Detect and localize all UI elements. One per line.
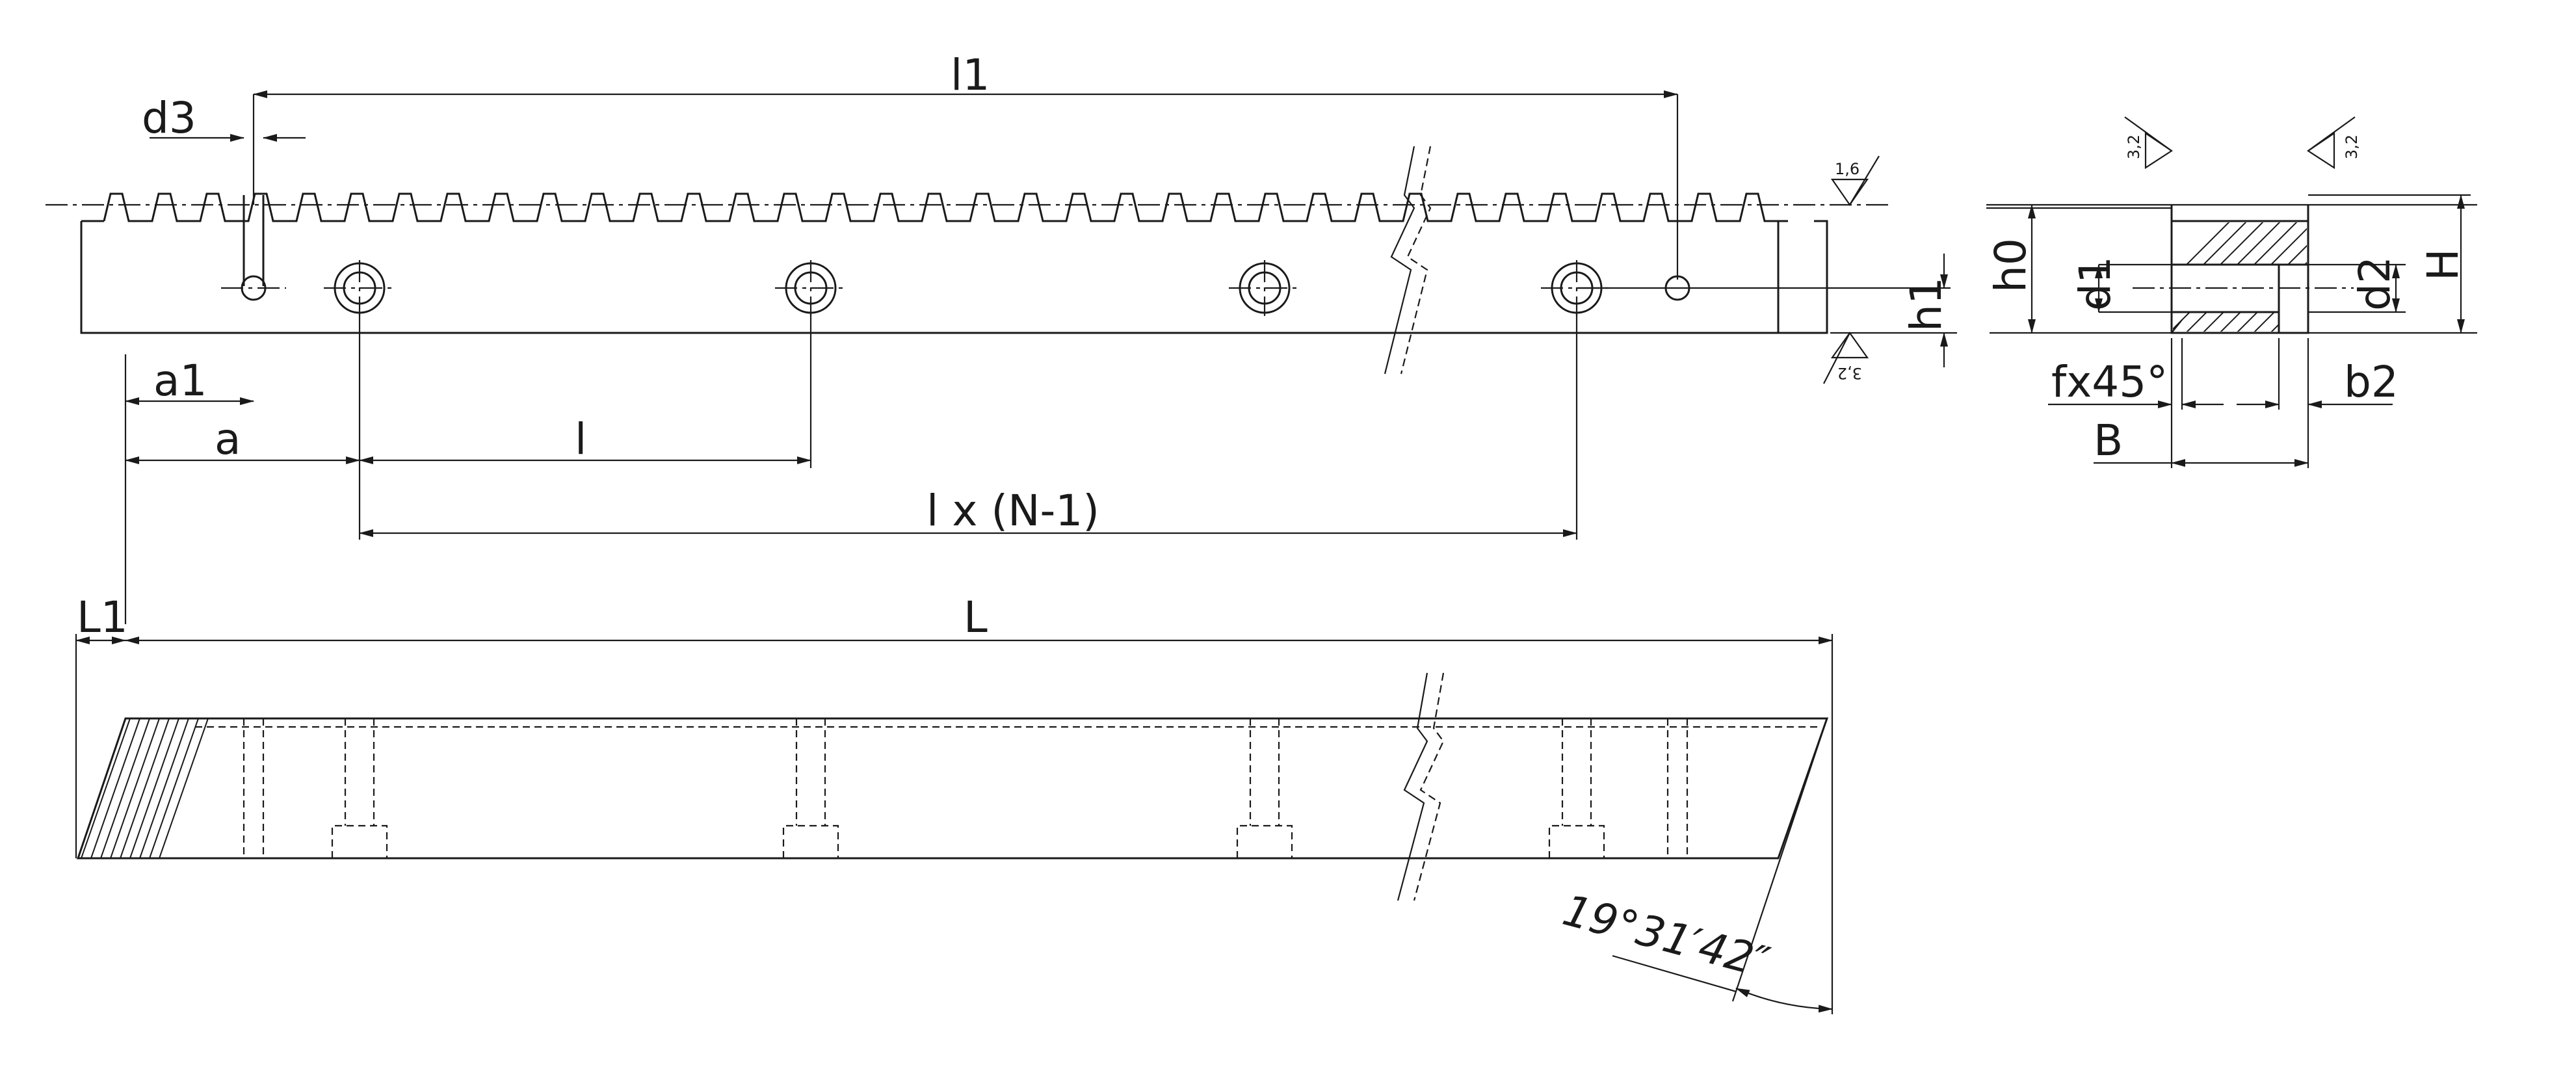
dimension-l: l — [359, 312, 812, 468]
hatch-line — [2202, 222, 2247, 265]
finish-value-bottom: 3,2 — [1837, 364, 1862, 382]
label-h0: h0 — [1986, 238, 2036, 293]
label-h1: h1 — [1901, 277, 1951, 332]
helix-line — [139, 718, 189, 859]
dimension-fx45: fx45° — [2048, 338, 2224, 468]
rack-body-outline — [80, 220, 1828, 334]
dimension-h0: h0 — [1986, 204, 2036, 334]
surface-finish-top: 1,6 — [1830, 155, 1880, 206]
dimension-l-n-minus-1: l x (N-1) — [359, 312, 1578, 540]
label-L1: L1 — [77, 592, 128, 642]
label-b2: b2 — [2344, 357, 2399, 407]
label-fx45: fx45° — [2051, 357, 2168, 407]
hatch-line — [2219, 222, 2264, 265]
surface-finish-side-left: 3,2 — [2124, 116, 2173, 170]
dimension-d3: d3 — [142, 93, 306, 143]
dimension-B: B — [2094, 415, 2309, 467]
mounting-holes-top — [331, 718, 1605, 858]
break-line-front — [1384, 146, 1415, 375]
label-l-n-minus-1: l x (N-1) — [927, 486, 1099, 536]
dimension-a: a — [125, 312, 361, 540]
helix-line — [120, 718, 170, 859]
dimension-d1: d1 — [2070, 256, 2172, 313]
helix-line — [100, 718, 150, 859]
hatch-line — [2270, 228, 2307, 265]
label-a1: a1 — [153, 356, 207, 406]
label-l: l — [575, 414, 586, 464]
hidden-counterbore — [331, 824, 388, 858]
dowel-pin-hole — [221, 195, 286, 301]
dimension-H: H — [2308, 194, 2471, 334]
helix-line — [81, 718, 131, 859]
hatch-line — [2237, 312, 2259, 332]
rack-teeth — [103, 192, 1788, 222]
break-line-top — [1397, 672, 1428, 901]
finish-value-top: 1,6 — [1835, 160, 1860, 178]
hidden-counterbore — [1548, 824, 1605, 858]
label-d2: d2 — [2350, 256, 2400, 311]
dowel-pin-hole-right — [1577, 275, 1951, 301]
hidden-counterbore — [782, 824, 839, 858]
dimension-l1: l1 — [252, 50, 1679, 280]
label-d3: d3 — [142, 93, 196, 143]
label-B: B — [2094, 415, 2123, 466]
section-view — [1986, 204, 2477, 334]
label-H: H — [2418, 248, 2468, 281]
helix-line — [110, 718, 160, 859]
helix-line — [159, 718, 209, 859]
hatch-line — [2186, 312, 2208, 332]
dimension-h1: h1 — [1830, 254, 1957, 367]
hatch-line — [2203, 312, 2225, 332]
dimension-angle: 19°31′42″ — [1558, 718, 1833, 1013]
hidden-counterbore — [1236, 824, 1293, 858]
label-l1: l1 — [951, 50, 990, 100]
dimension-a1: a1 — [124, 354, 254, 624]
mounting-holes-front — [324, 260, 1612, 316]
surface-finish-side-right: 3,2 — [2307, 116, 2361, 170]
label-angle: 19°31′42″ — [1558, 885, 1775, 988]
helical-teeth-hatching — [81, 718, 209, 859]
hatch-line — [2254, 312, 2276, 332]
hatch-line — [2220, 312, 2242, 332]
section-hatching — [2173, 222, 2308, 333]
finish-value-side-right: 3,2 — [2343, 135, 2361, 159]
label-L: L — [964, 592, 988, 642]
hatch-line — [2173, 312, 2191, 330]
label-d1: d1 — [2070, 256, 2120, 311]
dimension-L1: L1 — [75, 592, 128, 858]
surface-finish-bottom: 3,2 — [1823, 332, 1869, 384]
finish-value-side-left: 3,2 — [2125, 135, 2143, 159]
helix-line — [149, 718, 199, 859]
label-a: a — [215, 414, 241, 464]
dimension-L: L — [125, 592, 1833, 1014]
helix-line — [90, 718, 140, 859]
top-view-outline — [76, 717, 1829, 860]
top-view — [76, 672, 1829, 901]
hatch-line — [2236, 222, 2281, 265]
helix-line — [129, 718, 179, 859]
dimension-b2: b2 — [2237, 338, 2399, 468]
hatch-line — [2253, 222, 2298, 265]
dimension-d2: d2 — [2308, 256, 2406, 313]
hatch-line — [2185, 222, 2230, 265]
front-view — [46, 146, 1951, 375]
